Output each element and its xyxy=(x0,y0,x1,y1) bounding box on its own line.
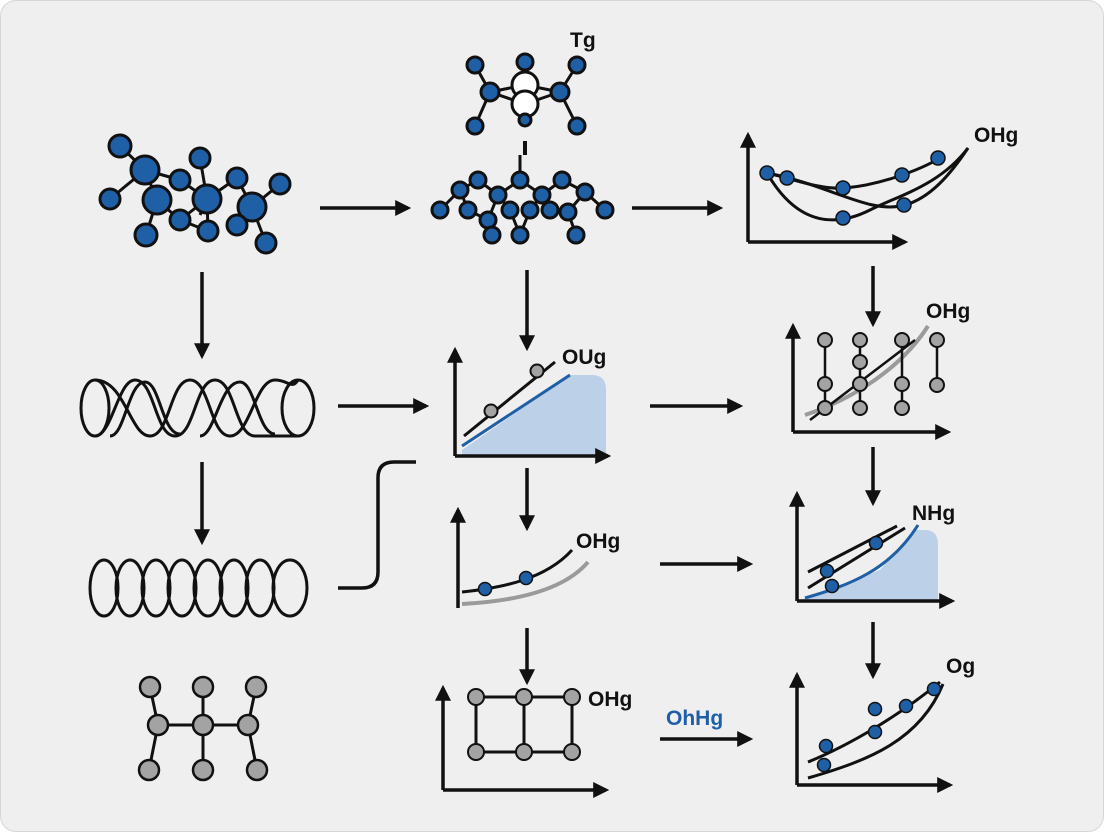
tg-molecule xyxy=(465,52,587,136)
r1-graph-label: OHg xyxy=(974,124,1018,147)
graph-r2-right xyxy=(785,322,952,440)
graph-r3-right xyxy=(789,490,956,609)
graph-r1-right xyxy=(740,131,970,250)
gray-molecule xyxy=(137,675,269,782)
r4-arrow-label: OhHg xyxy=(666,707,723,730)
connector-curve xyxy=(338,460,416,590)
graph-r3-mid xyxy=(450,506,590,608)
r3-mid-graph-label: OHg xyxy=(576,530,620,553)
tg-label: Tg xyxy=(570,29,596,52)
r4-mid-graph-label: OHg xyxy=(588,688,632,711)
blue-molecule-cluster xyxy=(98,133,292,255)
graph-r4-mid xyxy=(435,684,610,798)
r2-right-graph-label: OHg xyxy=(926,300,970,323)
r3-right-graph-label: NHg xyxy=(912,502,955,525)
r2-mid-graph-label: OUg xyxy=(562,346,606,369)
r4-right-graph-label: Og xyxy=(946,655,975,678)
graph-r2-mid xyxy=(447,346,612,464)
graph-r4-right xyxy=(789,671,954,793)
blue-chain-molecule xyxy=(430,155,615,245)
helix-coil-loose xyxy=(79,378,316,438)
helix-coil-tight xyxy=(88,558,309,618)
